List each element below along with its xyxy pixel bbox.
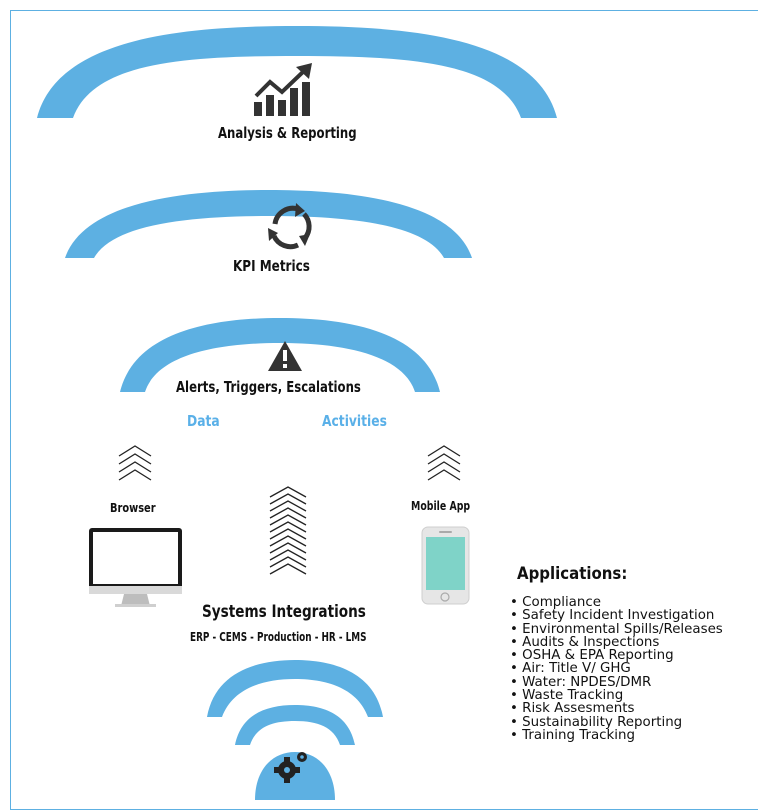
alerts-label: Alerts, Triggers, Escalations	[176, 378, 361, 396]
application-item: Safety Incident Investigation	[510, 609, 723, 623]
alerts-arc	[120, 318, 440, 392]
monitor-icon	[89, 528, 182, 607]
application-item: Water: NPDES/DMR	[510, 675, 723, 689]
data-label: Data	[187, 412, 220, 430]
application-item: OSHA & EPA Reporting	[510, 649, 723, 663]
applications-title: Applications:	[517, 564, 628, 584]
kpi-label: KPI Metrics	[233, 257, 310, 275]
warning-icon	[268, 341, 302, 371]
chevron-up-icon	[427, 445, 461, 481]
gear-dome	[255, 752, 335, 800]
systems-sub-label: ERP - CEMS - Production - HR - LMS	[190, 630, 367, 644]
application-item: Audits & Inspections	[510, 636, 723, 650]
gear-icon	[274, 752, 307, 783]
activities-label: Activities	[322, 412, 387, 430]
signal-arc-outer	[207, 660, 383, 717]
systems-label: Systems Integrations	[202, 602, 366, 622]
applications-list: ComplianceSafety Incident InvestigationE…	[510, 596, 723, 743]
signal-arc-inner	[235, 705, 355, 745]
application-item: Air: Title V/ GHG	[510, 662, 723, 676]
application-item: Environmental Spills/Releases	[510, 622, 723, 636]
application-item: Risk Assesments	[510, 702, 723, 716]
phone-icon	[421, 526, 470, 605]
chevron-up-icon	[118, 445, 152, 481]
mobile-app-label: Mobile App	[411, 499, 471, 513]
chart-icon	[254, 63, 312, 116]
analysis-label: Analysis & Reporting	[218, 124, 357, 142]
analysis-arc	[37, 26, 557, 118]
application-item: Sustainability Reporting	[510, 715, 723, 729]
application-item: Training Tracking	[510, 729, 723, 743]
chevron-up-icon	[269, 486, 307, 575]
application-item: Waste Tracking	[510, 689, 723, 703]
cycle-icon	[268, 203, 312, 250]
application-item: Compliance	[510, 596, 723, 610]
browser-label: Browser	[110, 501, 156, 515]
kpi-arc	[65, 190, 472, 258]
